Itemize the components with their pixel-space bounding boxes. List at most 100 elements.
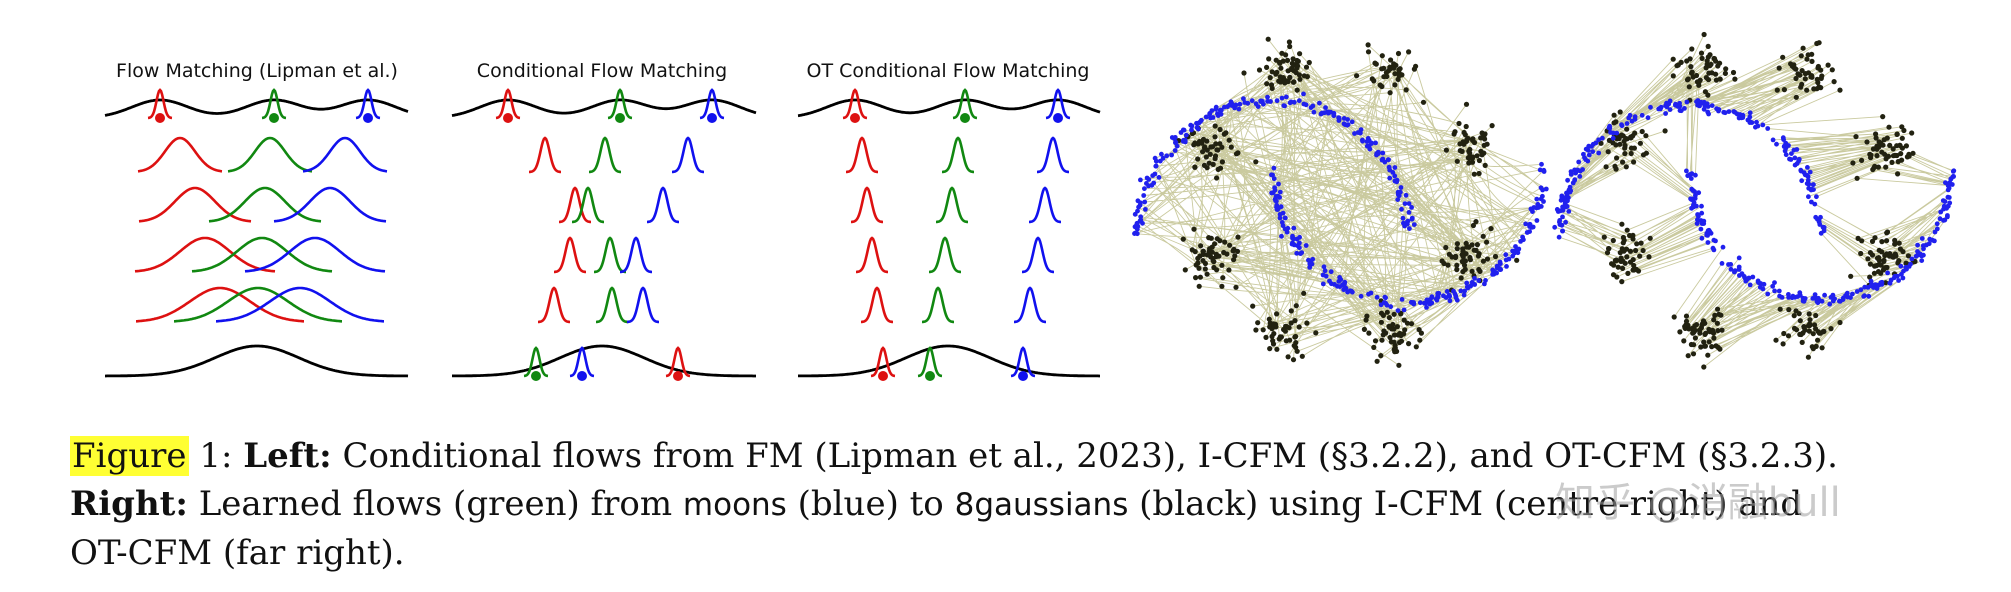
icfm-source-point [1298, 251, 1303, 256]
otcfm-scatter-target-point [1603, 164, 1609, 170]
otcfm-scatter-target-point [1805, 354, 1811, 360]
otcfm-scatter-source-point [1560, 207, 1566, 213]
otcfm-scatter-target-point [1693, 72, 1700, 79]
icfm-target-point [1478, 135, 1484, 141]
icfm-target-point [1451, 131, 1457, 137]
otcfm-scatter-target-point [1781, 330, 1787, 337]
icfm-source-point [1497, 266, 1503, 272]
otcfm-scatter-source-point [1919, 236, 1925, 241]
otcfm-scatter-source-point [1664, 100, 1669, 106]
icfm-source-point [1399, 297, 1405, 302]
otcfm-scatter-target-point [1606, 246, 1612, 252]
icfm-target-point [1215, 147, 1221, 153]
icfm-target-point [1180, 236, 1186, 242]
otcfm-scatter-target-point [1870, 146, 1876, 152]
icfm-target-point [1299, 353, 1305, 359]
otcfm-scatter-source-point [1919, 258, 1925, 263]
otcfm-row3-green-curve [929, 236, 961, 274]
otcfm-scatter-target-point [1620, 234, 1626, 241]
otcfm-scatter-source-point [1804, 172, 1810, 178]
icfm-target-point [1303, 64, 1310, 70]
otcfm-scatter-target-point [1892, 152, 1898, 158]
icfm-target-point [1296, 324, 1302, 330]
icfm-source-point [1261, 101, 1266, 107]
otcfm-scatter-target-point [1867, 261, 1873, 267]
icfm-source-point [1490, 267, 1496, 273]
otcfm-scatter-source-point [1568, 169, 1574, 175]
icfm-source-point [1398, 189, 1403, 195]
otcfm-scatter-source-point [1713, 238, 1718, 244]
otcfm-scatter-target-point [1797, 318, 1803, 324]
icfm-source-point [1217, 107, 1223, 113]
otcfm-scatter-target-point [1705, 352, 1711, 358]
otcfm-scatter-target-point [1621, 138, 1627, 144]
otcfm-scatter-source-point [1624, 121, 1630, 126]
icfm-target-point [1371, 344, 1377, 350]
icfm-target-point [1391, 311, 1397, 317]
icfm-target-point [1264, 64, 1270, 70]
otcfm-scatter-target-point [1773, 337, 1779, 343]
otcfm-scatter-source-point [1782, 148, 1788, 154]
icfm-source-point [1506, 256, 1512, 262]
otcfm-row4-red-curve [861, 286, 893, 324]
icfm-source-point [1406, 210, 1412, 215]
otcfm-scatter-source-point [1915, 242, 1920, 248]
otcfm-scatter-target-point [1802, 71, 1808, 77]
icfm-source-point [1208, 115, 1213, 121]
otcfm-scatter-source-point [1753, 124, 1758, 130]
icfm-target-point [1212, 153, 1219, 159]
otcfm-scatter-target-point [1889, 159, 1895, 165]
icfm-source-point [1373, 140, 1378, 146]
otcfm-scatter-source-point [1760, 286, 1766, 292]
icfm-target-point [1226, 267, 1232, 273]
otcfm-scatter-target-point [1879, 239, 1885, 245]
otcfm-scatter-target-point [1818, 75, 1824, 81]
cfm-bottom-green-peak [523, 346, 549, 378]
icfm-source-point [1483, 278, 1488, 283]
left-text: Conditional flows from FM (Lipman et al.… [331, 436, 1838, 476]
icfm-source-point [1253, 101, 1259, 107]
left-label: Left: [243, 436, 332, 476]
icfm-source-point [1218, 111, 1224, 117]
otcfm-scatter-source-point [1844, 290, 1850, 296]
otcfm-scatter-target-point [1868, 152, 1874, 158]
otcfm-scatter-target-point [1809, 74, 1815, 80]
otcfm-scatter-target-point [1627, 248, 1634, 254]
icfm-source-point [1464, 280, 1470, 286]
icfm-target-point [1283, 338, 1289, 344]
otcfm-scatter-source-point [1694, 221, 1700, 227]
icfm-source-point [1409, 205, 1414, 210]
icfm-source-point [1441, 293, 1446, 299]
icfm-target-point [1379, 53, 1385, 59]
icfm-target-point [1217, 238, 1223, 244]
otcfm-scatter-target-point [1909, 130, 1915, 136]
otcfm-scatter-target-point [1635, 268, 1642, 274]
icfm-target-point [1393, 62, 1399, 68]
otcfm-scatter-source-point [1937, 216, 1943, 222]
otcfm-scatter-target-point [1690, 351, 1697, 357]
icfm-target-point [1223, 130, 1229, 136]
icfm-target-point [1401, 317, 1407, 323]
icfm-source-point [1277, 215, 1283, 221]
figure-number: 1: [188, 436, 244, 476]
fm-row3-blue-curve [244, 236, 386, 273]
otcfm-scatter-target-point [1662, 128, 1668, 134]
icfm-target-point [1379, 337, 1385, 343]
icfm-target-point [1295, 63, 1301, 69]
icfm-source-point [1242, 100, 1248, 105]
icfm-source-point [1538, 185, 1544, 191]
otcfm-scatter-target-point [1811, 86, 1817, 92]
otcfm-scatter-source-point [1896, 278, 1901, 283]
otcfm-scatter-target-point [1777, 306, 1783, 312]
icfm-target-point [1207, 151, 1213, 157]
icfm-target-point [1466, 148, 1472, 154]
otcfm-scatter-source-point [1663, 111, 1668, 116]
icfm-source-point [1458, 288, 1464, 294]
otcfm-scatter-target-point [1837, 319, 1843, 326]
icfm-source-point [1270, 172, 1275, 178]
icfm-source-point [1132, 211, 1138, 217]
otcfm-scatter-source-point [1565, 177, 1570, 183]
icfm-source-point [1407, 226, 1412, 232]
otcfm-bottom-green-peak [917, 346, 943, 378]
icfm-target-point [1391, 326, 1397, 332]
